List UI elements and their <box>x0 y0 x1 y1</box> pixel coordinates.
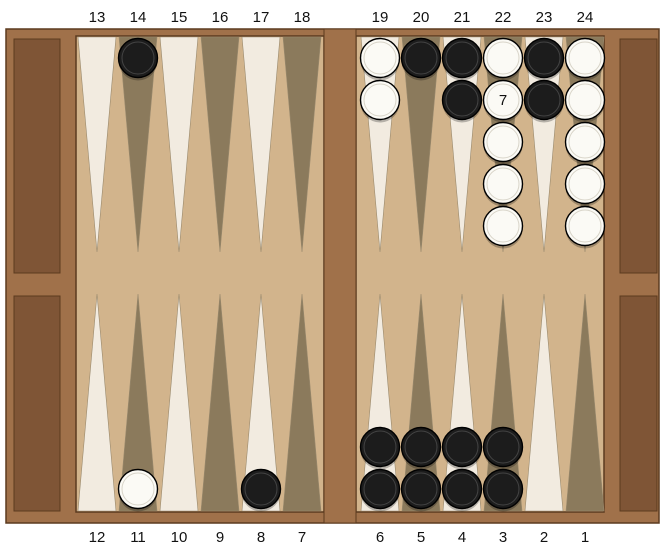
point-label: 6 <box>376 529 384 546</box>
white-checker[interactable] <box>484 165 523 204</box>
white-checker[interactable] <box>484 207 523 246</box>
white-checker[interactable] <box>361 39 400 78</box>
black-checker[interactable] <box>361 470 400 509</box>
black-checker[interactable] <box>242 470 281 509</box>
point-label: 7 <box>298 529 306 546</box>
point-label: 10 <box>171 529 188 546</box>
point-label: 2 <box>540 529 548 546</box>
side-tray <box>620 39 657 273</box>
point-label: 18 <box>294 9 311 26</box>
point-label: 4 <box>458 529 466 546</box>
point-label: 1 <box>581 529 589 546</box>
white-checker[interactable] <box>484 123 523 162</box>
black-checker[interactable] <box>484 470 523 509</box>
side-tray <box>14 39 60 273</box>
black-checker[interactable] <box>402 428 441 467</box>
white-checker[interactable] <box>566 207 605 246</box>
point-label: 13 <box>89 9 106 26</box>
point-label: 20 <box>413 9 430 26</box>
black-checker[interactable] <box>119 39 158 78</box>
white-checker[interactable] <box>566 165 605 204</box>
black-checker[interactable] <box>525 39 564 78</box>
point-label: 3 <box>499 529 507 546</box>
black-checker[interactable] <box>361 428 400 467</box>
white-checker[interactable] <box>361 81 400 120</box>
point-label: 19 <box>372 9 389 26</box>
point-label: 23 <box>536 9 553 26</box>
black-checker[interactable] <box>443 470 482 509</box>
white-checker[interactable] <box>119 470 158 509</box>
black-checker[interactable] <box>443 428 482 467</box>
black-checker[interactable] <box>402 470 441 509</box>
point-label: 14 <box>130 9 147 26</box>
point-label: 21 <box>454 9 471 26</box>
point-label: 24 <box>577 9 594 26</box>
point-label: 17 <box>253 9 270 26</box>
point-label: 8 <box>257 529 265 546</box>
checker-count-label: 7 <box>499 92 507 109</box>
point-label: 16 <box>212 9 229 26</box>
point-label: 22 <box>495 9 512 26</box>
white-checker[interactable] <box>566 123 605 162</box>
side-tray <box>620 296 657 511</box>
side-tray <box>14 296 60 511</box>
black-checker[interactable] <box>484 428 523 467</box>
left-field <box>76 36 324 512</box>
point-label: 12 <box>89 529 106 546</box>
point-label: 11 <box>130 529 146 546</box>
point-label: 15 <box>171 9 188 26</box>
black-checker[interactable] <box>443 81 482 120</box>
black-checker[interactable] <box>402 39 441 78</box>
white-checker[interactable] <box>566 81 605 120</box>
white-checker[interactable] <box>484 39 523 78</box>
white-checker[interactable] <box>566 39 605 78</box>
bar[interactable] <box>324 29 356 523</box>
black-checker[interactable] <box>443 39 482 78</box>
point-label: 9 <box>216 529 224 546</box>
point-label: 5 <box>417 529 425 546</box>
black-checker[interactable] <box>525 81 564 120</box>
